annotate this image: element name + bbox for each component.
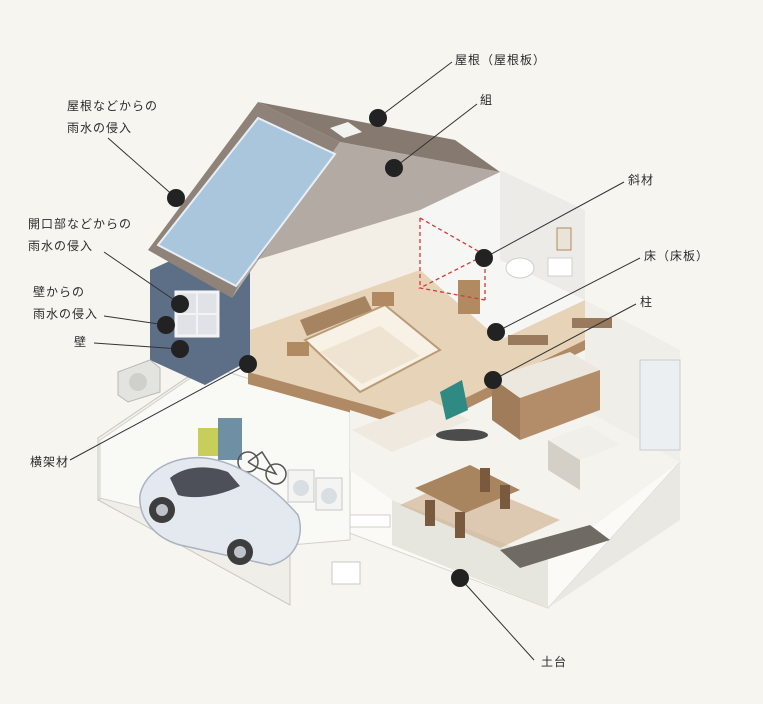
- solar-panel: [156, 116, 337, 288]
- bicycle-icon: [237, 450, 287, 485]
- label-beam: 横架材: [30, 455, 70, 469]
- car-icon: [139, 456, 302, 566]
- marker-column: [484, 371, 502, 389]
- marker-beam: [239, 355, 257, 373]
- bin: [218, 418, 242, 460]
- leader-lines: [69, 61, 641, 661]
- nightstand: [287, 342, 309, 356]
- label-roof-board: 屋根（屋根板）: [455, 53, 547, 67]
- front-lower-wall: [392, 500, 548, 608]
- desk: [349, 514, 391, 528]
- markers: [157, 109, 505, 587]
- sink: [547, 257, 573, 277]
- dining-table-icon: [415, 465, 520, 513]
- marker-floor: [487, 323, 505, 341]
- upper-cabinet: [508, 335, 548, 345]
- washer-icon: [287, 469, 343, 511]
- label-opening-leak-line1: 開口部などからの: [28, 217, 133, 231]
- refrigerator-icon: [639, 359, 681, 451]
- label-wall: 壁: [74, 335, 88, 349]
- brace-line: [417, 217, 487, 301]
- marker-truss: [385, 159, 403, 177]
- toilet: [505, 257, 535, 279]
- kitchen-cabinet: [492, 378, 520, 440]
- bed-blanket: [320, 326, 420, 384]
- right-lower-wall: [548, 462, 680, 608]
- roof-vent: [330, 122, 362, 138]
- label-sill: 土台: [541, 655, 568, 669]
- label-roof-leak-line1: 屋根などからの: [67, 99, 159, 113]
- tv: [440, 380, 468, 420]
- label-opening-leak-line2: 雨水の侵入: [28, 239, 94, 253]
- kitchen-cabinet: [520, 370, 600, 440]
- bin: [198, 428, 220, 456]
- marker-sill: [451, 569, 469, 587]
- entry-mat: [500, 525, 610, 568]
- kitchen-counter: [492, 352, 600, 398]
- label-floor: 床（床板）: [644, 249, 710, 263]
- roof-ridge: [258, 102, 500, 172]
- label-column: 柱: [640, 295, 654, 309]
- ceiling-fan: [436, 429, 488, 441]
- living-floor: [352, 400, 470, 452]
- marker-roof-board: [369, 109, 387, 127]
- marker-roof-leak: [167, 189, 185, 207]
- heater: [331, 561, 361, 585]
- label-wall-leak-line1: 壁からの: [33, 285, 86, 299]
- bedroom-back-wall: [250, 210, 420, 330]
- headboard: [300, 296, 372, 336]
- label-wall-leak-line2: 雨水の侵入: [33, 307, 99, 321]
- kitchen-island-side: [548, 440, 580, 490]
- marker-brace: [475, 249, 493, 267]
- upper-cabinet: [572, 318, 612, 328]
- marker-opening-leak: [171, 295, 189, 313]
- marker-wall-leak: [157, 316, 175, 334]
- roof-right-cut: [232, 142, 500, 298]
- mirror: [556, 227, 572, 251]
- nightstand: [372, 292, 394, 306]
- label-roof-leak-line2: 雨水の侵入: [67, 121, 133, 135]
- label-truss: 組: [480, 93, 494, 107]
- label-brace: 斜材: [628, 173, 655, 187]
- marker-wall: [171, 340, 189, 358]
